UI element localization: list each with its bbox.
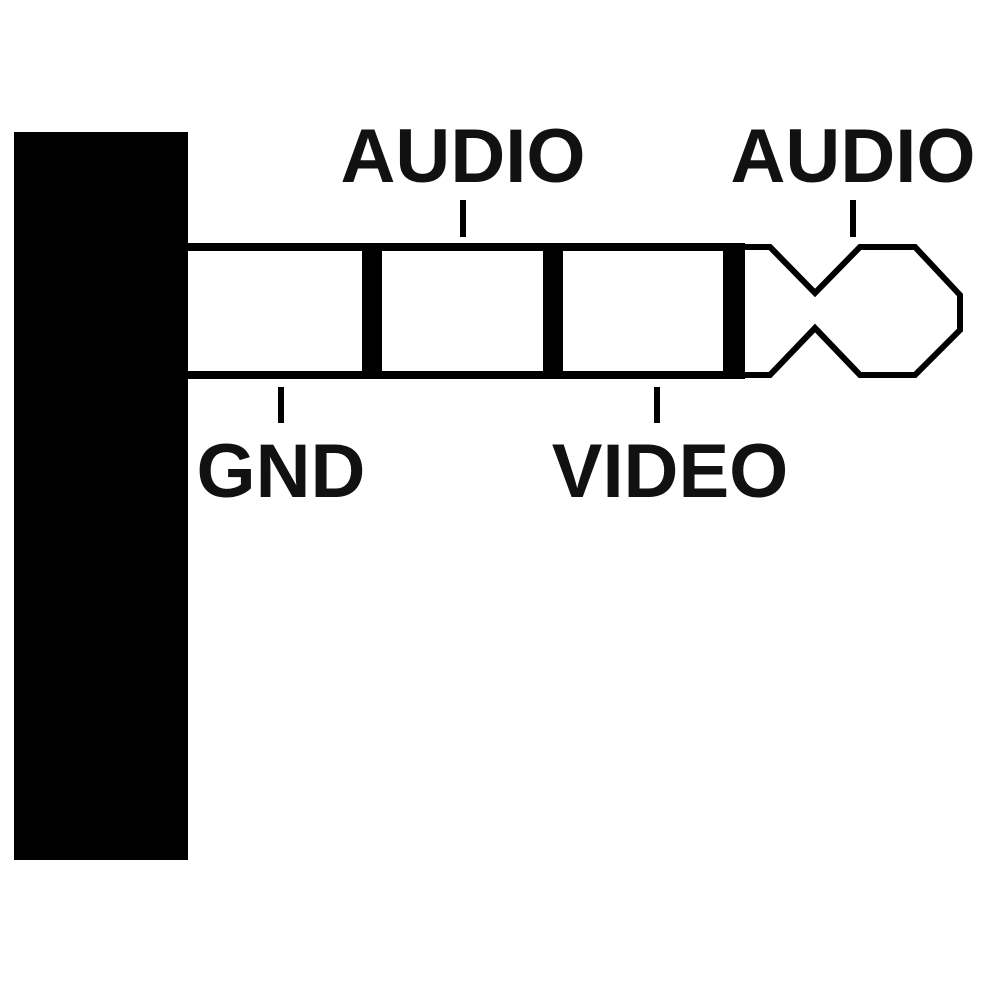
video-label: VIDEO: [552, 429, 789, 514]
insulator-ring-2: [543, 247, 563, 377]
insulator-ring-3: [723, 247, 745, 377]
plug-handle: [14, 132, 188, 860]
insulator-ring-1: [362, 247, 382, 377]
plug-tip: [745, 244, 963, 378]
audio-middle-label: AUDIO: [341, 114, 586, 199]
ground-label: GND: [197, 429, 366, 514]
audio-tip-label: AUDIO: [731, 114, 976, 199]
